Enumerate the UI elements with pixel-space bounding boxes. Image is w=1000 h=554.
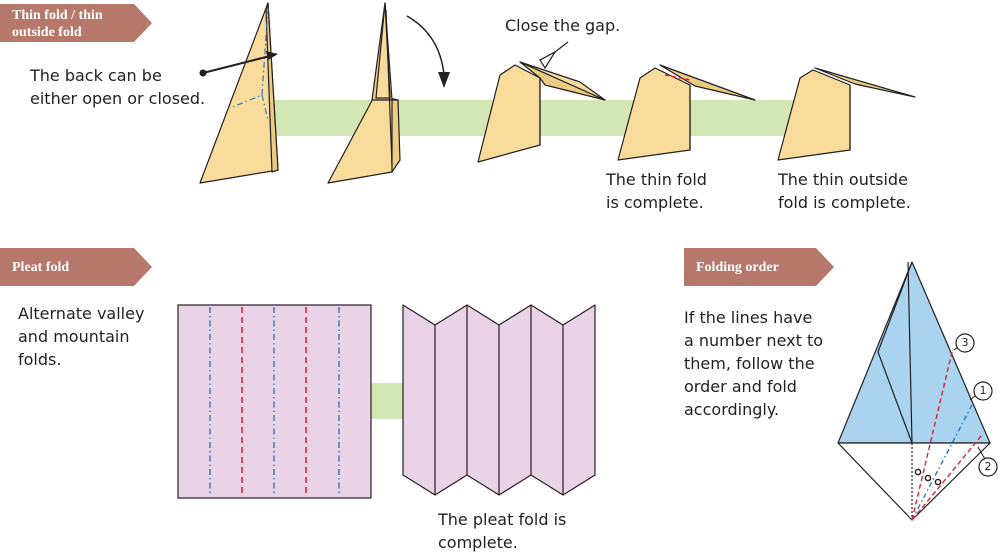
thin-fold-complete-text: The thin fold is complete. — [606, 170, 707, 212]
folding-order-description-text: If the lines have a number next to them,… — [684, 308, 824, 419]
thin-outside-fold-complete-text: The thin outside fold is complete. — [778, 170, 911, 212]
thin-fold-step-4 — [617, 64, 756, 161]
folding-order-title: Folding order — [696, 260, 779, 275]
back-note-text: The back can be either open or closed. — [30, 66, 206, 108]
close-gap-pointer — [539, 50, 557, 70]
order-marker-3: 3 — [961, 336, 969, 349]
pleat-fold-title: Pleat fold — [12, 260, 70, 275]
thin-fold-step-5 — [777, 67, 916, 161]
close-gap-text: Close the gap. — [505, 16, 621, 35]
connector-band-pleat — [370, 383, 404, 419]
thin-fold-title-line1: Thin fold / thin — [12, 8, 103, 23]
fold-direction-arrow — [406, 15, 445, 76]
thin-fold-step-1 — [199, 2, 279, 184]
section-tag-pleat-fold: Pleat fold — [0, 248, 152, 286]
folding-order-lines — [911, 343, 987, 521]
order-marker-2: 2 — [984, 460, 992, 473]
thin-fold-step-2 — [327, 2, 401, 184]
valley-guide-step-4 — [664, 74, 691, 81]
section-tag-folding-order: Folding order — [684, 248, 834, 286]
thin-fold-step-3 — [477, 61, 606, 163]
pleat-complete-text: The pleat fold is complete. — [438, 510, 567, 552]
section-tag-thin-fold: Thin fold / thin outside fold — [0, 4, 152, 42]
folding-order-model — [837, 261, 991, 521]
pleat-description-text: Alternate valley and mountain folds. — [18, 304, 145, 369]
pleat-flat-sheet — [177, 304, 372, 499]
thin-fold-title-line2: outside fold — [12, 25, 82, 40]
order-marker-1: 1 — [979, 384, 987, 397]
pleat-complete-sheet — [402, 304, 596, 496]
back-note-pointer — [199, 51, 278, 77]
order-marker-circles — [955, 333, 998, 477]
